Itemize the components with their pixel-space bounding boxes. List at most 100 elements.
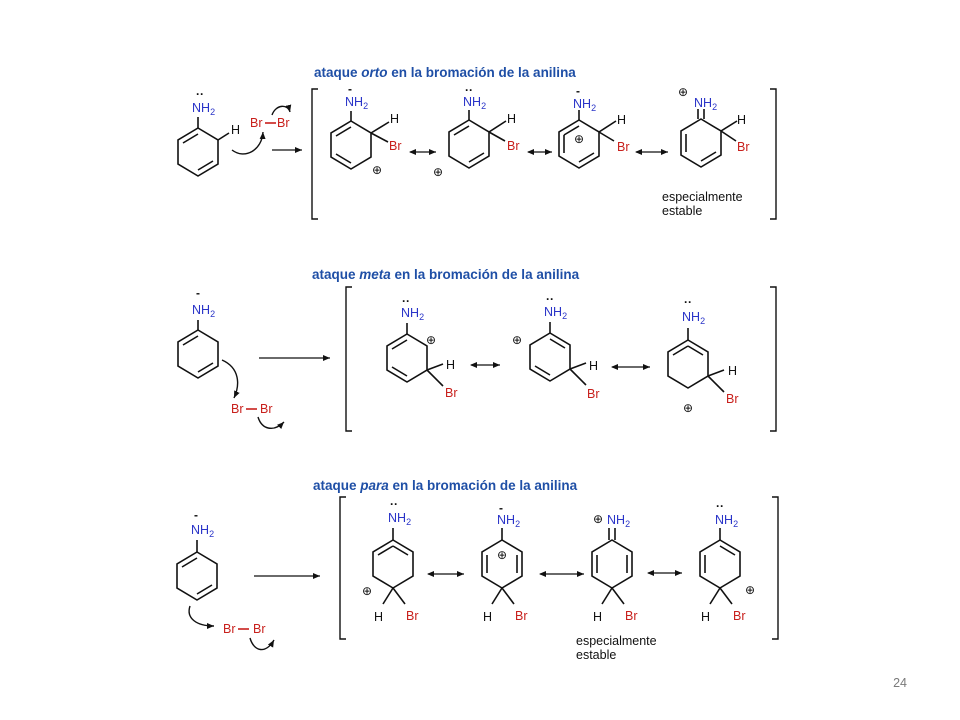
br-label: Br [617,140,630,154]
para-structure-1: ·· NH2 ⊕ H Br [362,497,419,624]
plus-charge: ⊕ [574,132,584,146]
curved-arrow [249,637,275,651]
h-label: H [483,610,492,624]
lone-pair: ·· [402,294,410,308]
plus-charge: ⊕ [683,401,693,415]
lone-pair: - [499,501,503,515]
nh2-label: NH2 [463,95,486,111]
panel-meta: ataque meta en la bromación de la anilin… [177,267,777,432]
curved-arrow [231,131,266,155]
lone-pair: - [348,82,352,96]
nh2-label: NH2 [497,513,520,529]
br-label: Br [223,622,236,636]
nh2-label: NH2 [573,97,596,113]
nh2-label: NH2 [544,305,567,321]
nh2-label: NH2 [192,101,215,117]
lone-pair: - [576,84,580,98]
plus-charge: ⊕ [497,548,507,562]
stable-note: estable [576,648,616,662]
plus-charge: ⊕ [433,165,443,179]
orto-structure-2: ·· NH2 H Br ⊕ [433,83,520,179]
plus-charge: ⊕ [362,584,372,598]
lone-pair: ·· [465,83,473,97]
br-label: Br [445,386,458,400]
h-label: H [737,113,746,127]
br-label: Br [737,140,750,154]
aniline-reactant: - NH2 [176,508,218,601]
lone-pair: ·· [716,499,724,513]
aniline-reactant: ·· NH2 H [177,87,240,177]
aniline-reactant: - NH2 [177,286,219,379]
h-label: H [390,112,399,126]
panel-title-orto: ataque orto en la bromación de la anilin… [314,65,576,80]
para-structure-4: ·· NH2 ⊕ H Br [699,499,755,624]
bracket-left [339,496,346,640]
h-label: H [701,610,710,624]
br-label: Br [250,116,263,130]
lone-pair: ·· [684,295,692,309]
nh2-label: NH2 [694,96,717,112]
orto-structure-3: - NH2 H Br ⊕ [558,84,630,169]
nh2-label: NH2 [388,511,411,527]
nh2-label: NH2 [682,310,705,326]
curved-arrow [221,359,240,399]
plus-charge: ⊕ [678,85,688,99]
nh2-label: NH2 [192,303,215,319]
nh2-label: NH2 [607,513,630,529]
bromine-reagent: Br Br [188,605,275,651]
lone-pair: - [194,508,198,522]
h-label: H [507,112,516,126]
panel-orto: ataque orto en la bromación de la anilin… [177,65,777,220]
h-label: H [589,359,598,373]
plus-charge: ⊕ [745,583,755,597]
curved-arrow [188,605,215,629]
panel-title-para: ataque para en la bromación de la anilin… [313,478,578,493]
para-structure-2: - NH2 ⊕ H Br [481,501,528,624]
h-label: H [728,364,737,378]
br-label: Br [277,116,290,130]
br-label: Br [733,609,746,623]
br-label: Br [726,392,739,406]
meta-structure-1: ·· NH2 ⊕ H Br [386,294,458,400]
stable-note: estable [662,204,702,218]
bracket-right [770,286,777,432]
nh2-label: NH2 [345,95,368,111]
lone-pair: - [196,286,200,300]
bracket-right [772,496,779,640]
br-label: Br [625,609,638,623]
bracket-left [311,88,318,220]
h-label: H [231,123,240,137]
br-label: Br [260,402,273,416]
nh2-label: NH2 [401,306,424,322]
bracket-left [345,286,352,432]
h-label: H [617,113,626,127]
h-label: H [446,358,455,372]
bromine-reagent: Br Br [221,359,285,430]
meta-structure-3: ·· NH2 ⊕ H Br [667,295,739,415]
orto-structure-1: - NH2 H Br ⊕ [330,82,402,177]
curved-arrow [271,104,292,116]
meta-structure-2: ·· NH2 ⊕ H Br [512,292,600,401]
h-label: H [374,610,383,624]
curved-arrow [257,416,285,430]
lone-pair: ·· [196,87,204,101]
stable-note: especialmente [576,634,657,648]
orto-structure-4: ⊕ NH2 H Br especialmente estable [662,85,750,218]
panel-para: ataque para en la bromación de la anilin… [176,478,779,662]
bromine-reagent: Br Br [231,104,292,155]
h-label: H [593,610,602,624]
plus-charge: ⊕ [372,163,382,177]
para-structure-3: ⊕ NH2 H Br especialmente estable [576,512,657,662]
plus-charge: ⊕ [512,333,522,347]
nh2-label: NH2 [715,513,738,529]
lone-pair: ·· [546,292,554,306]
br-label: Br [253,622,266,636]
br-label: Br [507,139,520,153]
stable-note: especialmente [662,190,743,204]
plus-charge: ⊕ [426,333,436,347]
page-number: 24 [893,676,907,690]
panel-title-meta: ataque meta en la bromación de la anilin… [312,267,580,282]
br-label: Br [406,609,419,623]
bracket-right [770,88,777,220]
